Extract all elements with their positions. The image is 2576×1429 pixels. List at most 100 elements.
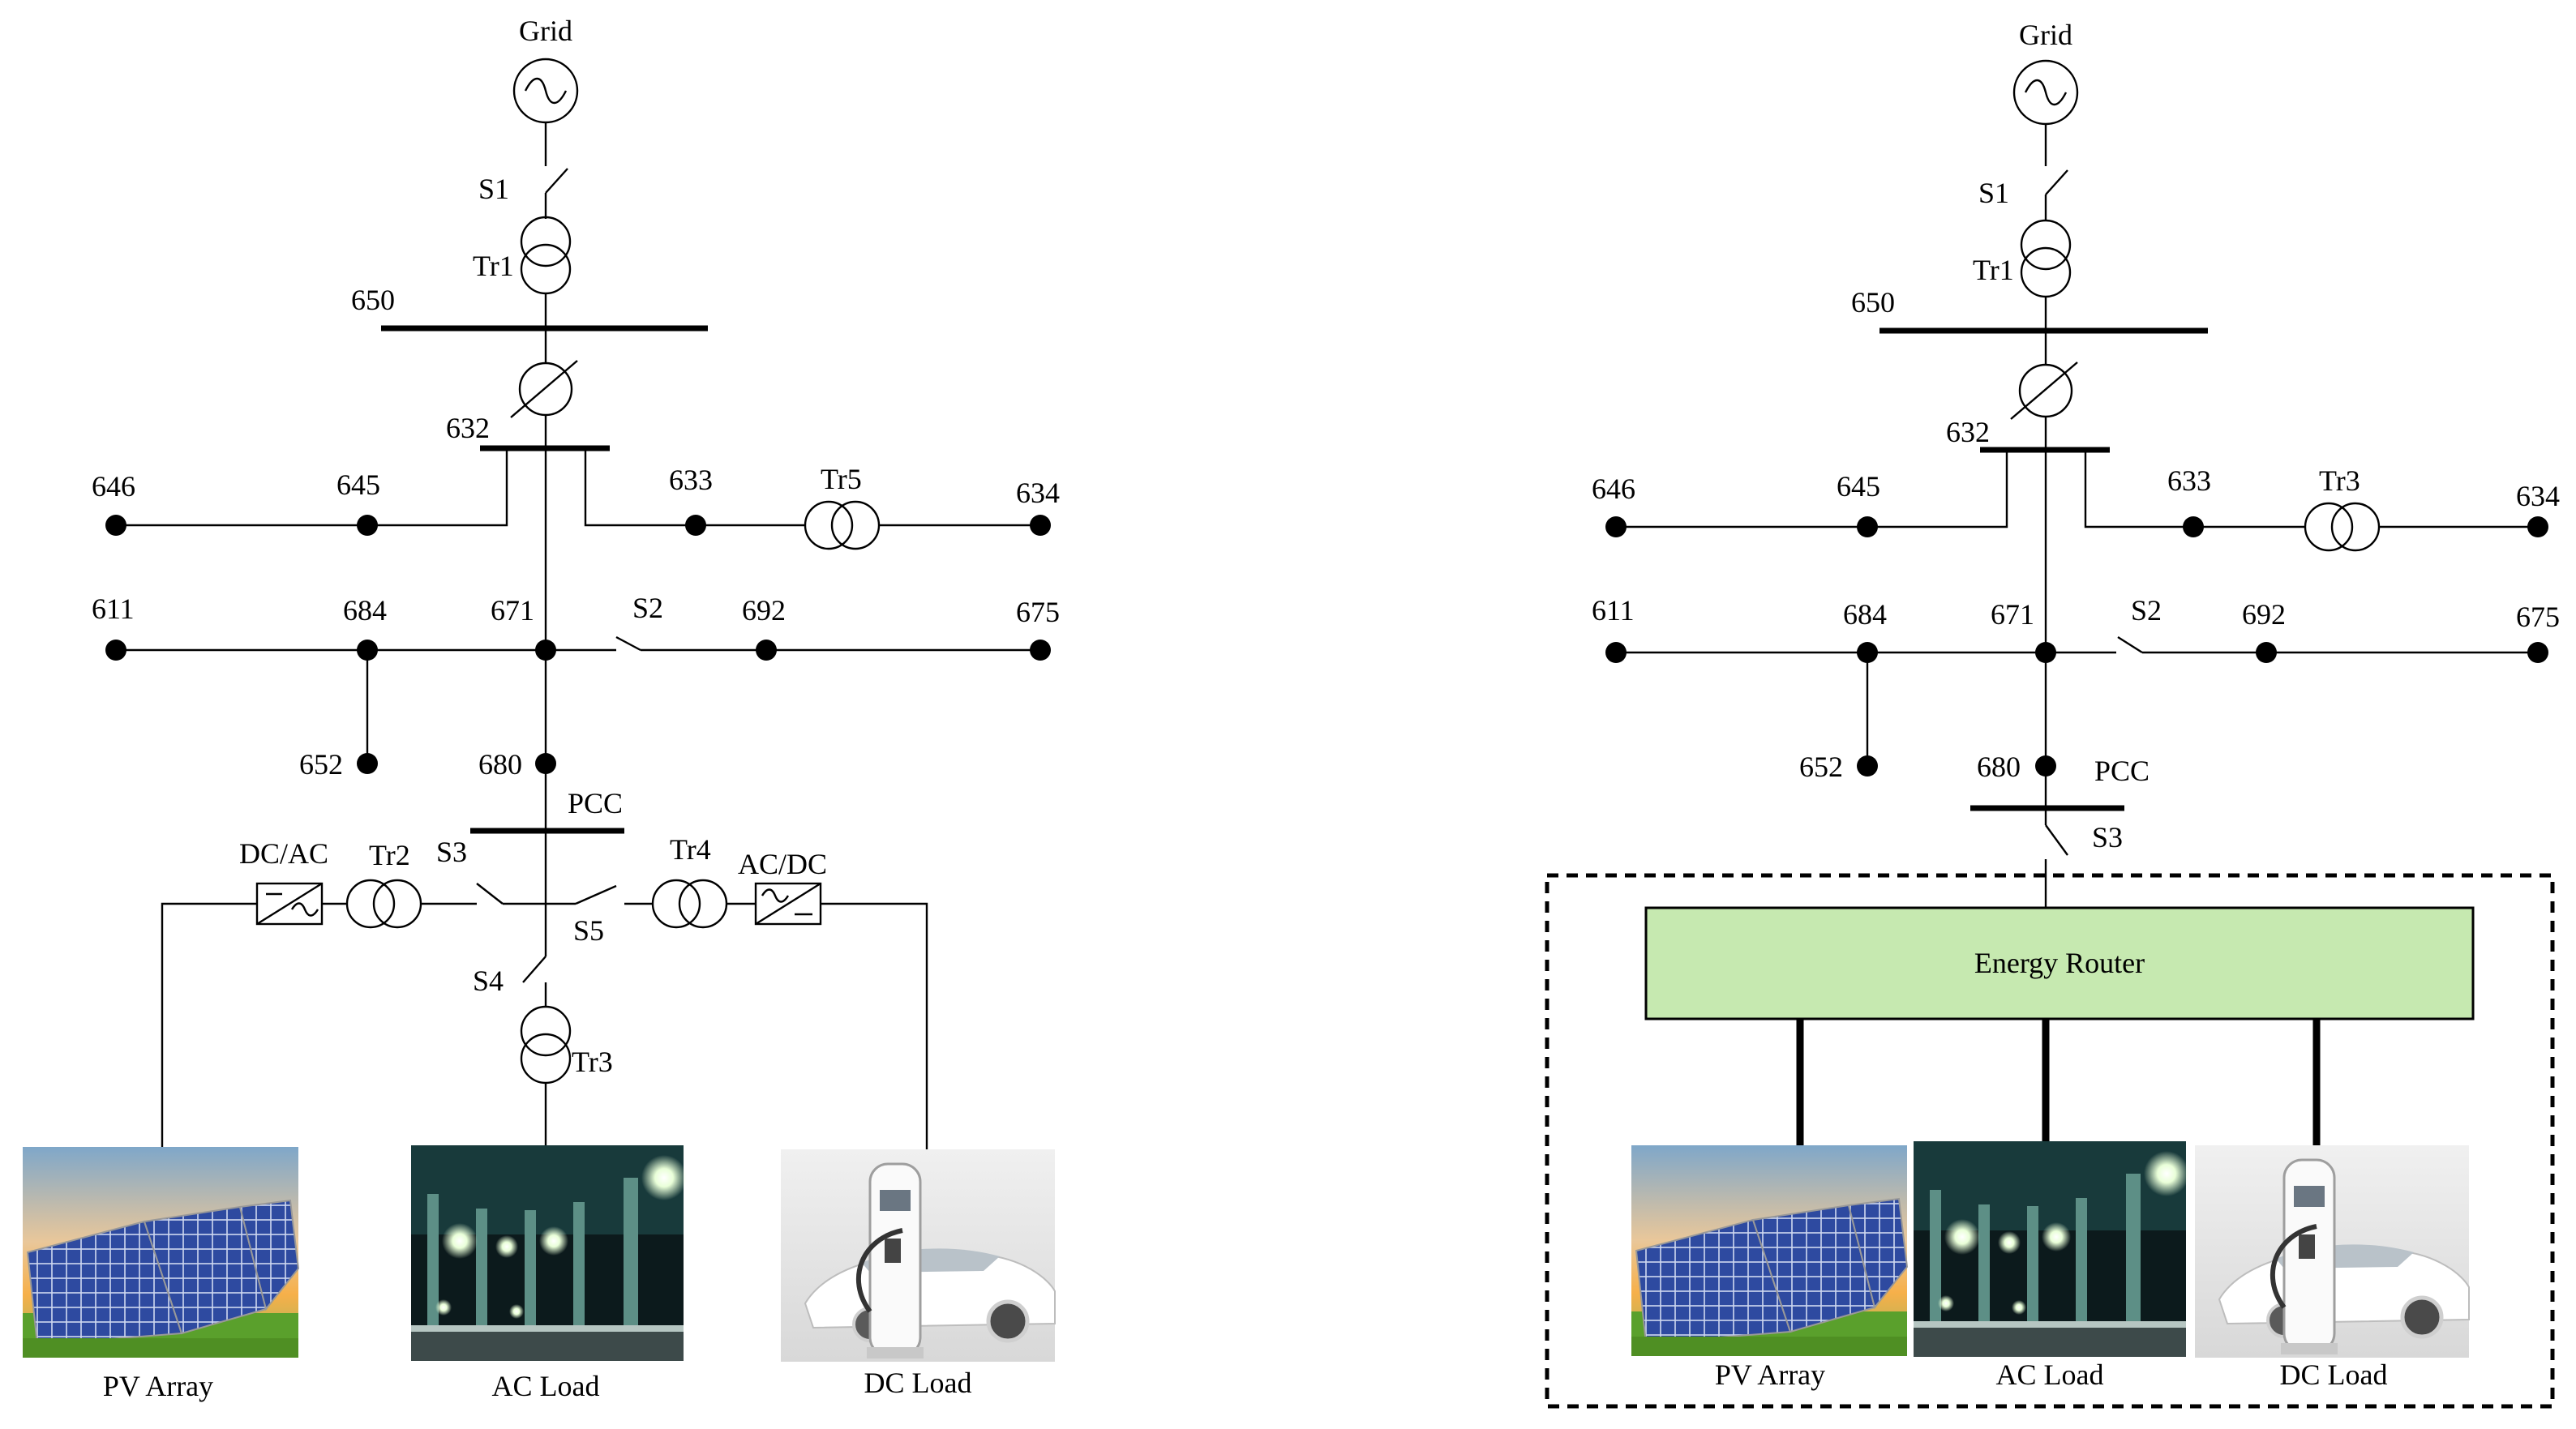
left-dcac-converter-icon [255,882,324,926]
energy-router-box [1644,906,2475,1020]
left-pv-label: PV Array [103,1370,213,1402]
right-b634-label: 634 [2516,480,2560,512]
energy-router-label: Energy Router [1974,947,2145,979]
left-node-634 [1030,515,1051,536]
left-tr5-label: Tr5 [821,463,862,495]
left-node-645 [357,515,378,536]
right-b675-label: 675 [2516,601,2560,633]
right-s1-label: S1 [1978,177,2009,209]
left-b652-label: 652 [299,748,343,781]
right-switch-s3-icon [2045,824,2068,856]
right-s2-label: S2 [2131,594,2162,627]
right-dc-label: DC Load [2280,1358,2388,1391]
right-node-671 [2035,642,2056,663]
right-pcc-label: PCC [2094,755,2150,787]
left-b675-label: 675 [1016,596,1060,628]
left-b633-label: 633 [669,464,713,496]
left-b634-label: 634 [1016,477,1060,509]
left-b611-label: 611 [92,593,135,625]
left-node-611 [105,640,126,661]
left-node-692 [756,640,777,661]
left-s5-label: S5 [573,914,604,947]
right-b680-label: 680 [1977,751,2021,783]
left-switch-s5-icon [575,884,617,905]
right-regulator-icon [2010,362,2078,420]
right-b611-label: 611 [1592,594,1635,627]
right-node-611 [1605,642,1627,663]
left-b645-label: 645 [336,468,380,501]
right-node-645 [1857,516,1878,537]
left-s4-label: S4 [473,965,504,997]
left-transformer-tr1-icon [520,216,572,295]
left-transformer-tr3-icon [520,1005,572,1085]
right-s3-label: S3 [2092,821,2123,854]
right-ac-load-image [1914,1141,2189,1357]
left-s2-label: S2 [632,592,663,624]
left-regulator-icon [510,360,578,418]
right-b633-label: 633 [2167,464,2211,497]
right-microgrid-boundary [1545,873,2555,1409]
left-transformer-tr4-icon [651,879,728,929]
left-node-646 [105,515,126,536]
left-switch-s1-icon [544,168,568,219]
left-grid-label: Grid [519,15,572,47]
left-tr2-label: Tr2 [369,839,410,871]
left-b671-label: 671 [491,594,534,627]
left-tr4-label: Tr4 [670,833,711,866]
right-node-633 [2183,516,2204,537]
left-node-675 [1030,640,1051,661]
left-b680-label: 680 [478,748,522,781]
left-pv-array-image [22,1146,299,1358]
right-pv-array-image [1631,1144,1908,1357]
right-node-680 [2035,755,2056,777]
right-grid-source-icon [2012,59,2079,126]
right-b652-label: 652 [1799,751,1843,783]
left-dc-load-image [781,1149,1055,1362]
right-node-675 [2527,642,2548,663]
right-node-646 [1605,516,1627,537]
left-dc-label: DC Load [864,1367,972,1399]
right-transformer-tr1-icon [2020,219,2072,298]
left-transformer-tr5-icon [804,500,881,550]
left-node-633 [685,515,706,536]
left-dcac-label: DC/AC [239,837,328,870]
right-b650-label: 650 [1851,286,1895,319]
left-acdc-converter-icon [754,882,822,926]
left-s3-label: S3 [436,836,467,868]
left-switch-s2-icon [615,635,641,652]
left-ac-load-image [411,1145,687,1361]
left-ac-label: AC Load [492,1370,600,1402]
right-b684-label: 684 [1843,598,1887,631]
left-b650-label: 650 [351,284,395,316]
left-switch-s3-icon [476,883,504,905]
right-diagram: Grid S1 Tr1 650 632 646 645 [1545,19,2560,1409]
left-grid-source-icon [512,58,579,124]
left-acdc-label: AC/DC [738,848,827,880]
left-node-671 [535,640,556,661]
right-pv-label: PV Array [1715,1358,1825,1391]
right-b671-label: 671 [1991,598,2034,631]
right-node-652 [1857,755,1878,777]
right-dc-load-image [2195,1145,2469,1358]
right-b632-label: 632 [1946,416,1990,448]
right-node-692 [2256,642,2277,663]
left-tr1-label: Tr1 [473,250,514,282]
right-transformer-tr3-icon [2304,502,2381,552]
right-b646-label: 646 [1592,473,1635,505]
right-tr3-label: Tr3 [2319,464,2360,497]
right-tr1-label: Tr1 [1973,254,2014,286]
left-b684-label: 684 [343,594,387,627]
right-node-634 [2527,516,2548,537]
left-b692-label: 692 [742,594,786,627]
right-switch-s1-icon [2044,169,2068,220]
left-pcc-label: PCC [568,787,623,819]
left-diagram: Grid S1 Tr1 650 632 [22,15,1060,1402]
left-s1-label: S1 [478,173,509,205]
right-ac-label: AC Load [1996,1358,2104,1391]
right-b692-label: 692 [2242,598,2286,631]
left-tr3-label: Tr3 [572,1046,613,1078]
left-switch-s4-icon [522,956,546,983]
right-switch-s2-icon [2117,635,2143,654]
right-grid-label: Grid [2019,19,2072,51]
